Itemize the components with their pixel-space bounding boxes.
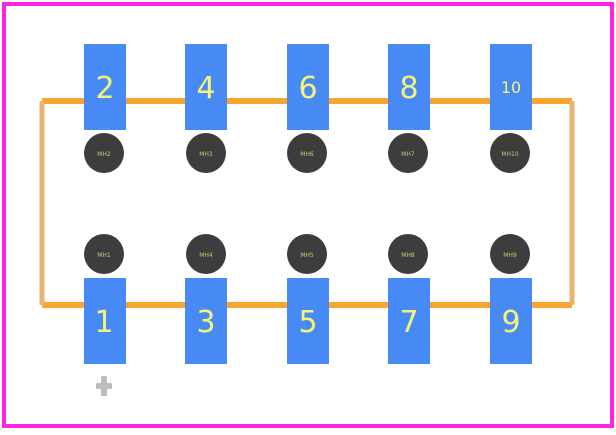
hole-label: MH8 [401,252,415,259]
mounting-hole[interactable]: MH2 [84,133,124,173]
pad[interactable]: 10 [490,44,532,130]
pad-label: 8 [399,71,418,106]
mounting-hole[interactable]: MH6 [287,133,327,173]
bottom-pad-row: 1 3 5 7 9 [84,278,532,364]
bottom-hole-row: MH1 MH4 MH5 MH8 MH9 [84,234,530,274]
hole-label: MH6 [300,151,314,158]
origin-crosshair-icon [96,376,112,396]
mounting-hole[interactable]: MH9 [490,234,530,274]
mounting-hole[interactable]: MH10 [490,133,530,173]
pad-label: 2 [95,71,114,106]
mounting-hole[interactable]: MH5 [287,234,327,274]
pad-label: 5 [298,305,317,340]
pad-label: 1 [94,305,113,340]
hole-label: MH7 [401,151,415,158]
pad[interactable]: 5 [287,278,329,364]
mounting-hole[interactable]: MH3 [186,133,226,173]
top-hole-row: MH2 MH3 MH6 MH7 MH10 [84,133,530,173]
pad-label: 7 [399,305,418,340]
pad[interactable]: 8 [388,44,430,130]
mounting-hole[interactable]: MH8 [388,234,428,274]
hole-label: MH1 [97,252,111,259]
pad-label: 3 [196,305,215,340]
hole-label: MH2 [97,151,111,158]
mounting-hole[interactable]: MH4 [186,234,226,274]
hole-label: MH9 [503,252,517,259]
pad-label: 9 [501,305,520,340]
pad[interactable]: 6 [287,44,329,130]
mounting-hole[interactable]: MH1 [84,234,124,274]
pad[interactable]: 4 [185,44,227,130]
pad[interactable]: 2 [84,44,126,130]
mounting-hole[interactable]: MH7 [388,133,428,173]
pad-label: 4 [196,71,215,106]
pad-label: 6 [298,71,317,106]
pad[interactable]: 1 [84,278,126,364]
hole-label: MH4 [199,252,213,259]
pad-label: 10 [501,78,521,97]
top-pad-row: 2 4 6 8 10 [84,44,532,130]
pad[interactable]: 7 [388,278,430,364]
pad[interactable]: 3 [185,278,227,364]
pad[interactable]: 9 [490,278,532,364]
hole-label: MH5 [300,252,314,259]
board-outline [2,2,614,428]
silkscreen-outline [39,98,575,308]
hole-label: MH3 [199,151,213,158]
hole-label: MH10 [501,151,519,158]
